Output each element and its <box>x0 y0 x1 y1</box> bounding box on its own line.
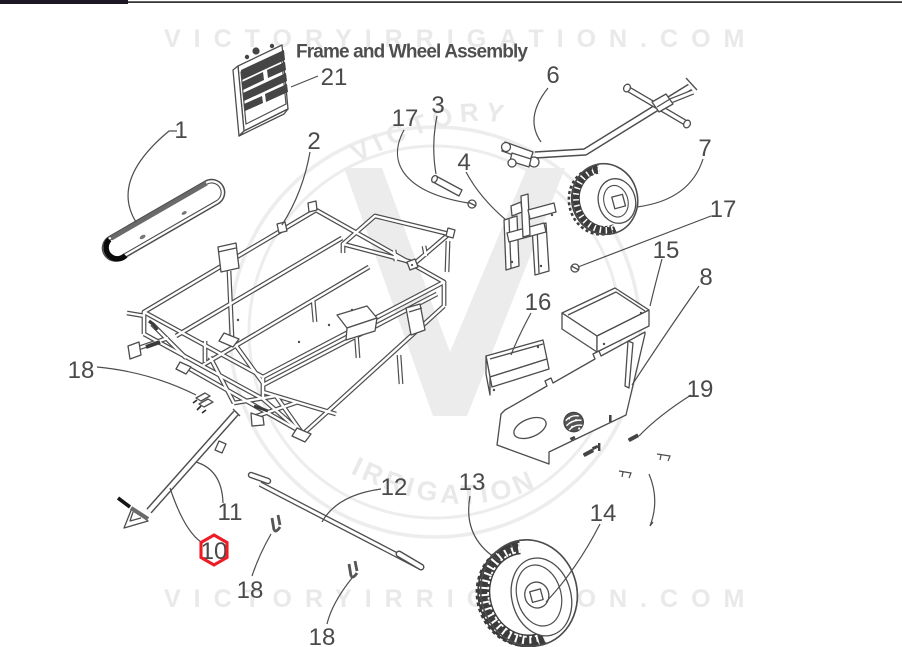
svg-text:3: 3 <box>431 92 444 119</box>
svg-text:11: 11 <box>218 499 243 526</box>
svg-text:17: 17 <box>710 196 737 223</box>
svg-text:16: 16 <box>525 289 552 316</box>
svg-text:VICTORYIRRIGATION.COM: VICTORYIRRIGATION.COM <box>164 585 757 613</box>
svg-text:21: 21 <box>321 64 348 91</box>
svg-text:13: 13 <box>459 469 486 496</box>
svg-text:18: 18 <box>68 357 95 384</box>
svg-text:17: 17 <box>392 105 419 132</box>
svg-text:Frame and Wheel Assembly: Frame and Wheel Assembly <box>296 42 528 63</box>
svg-text:19: 19 <box>687 376 714 403</box>
svg-text:12: 12 <box>381 474 408 501</box>
svg-text:VICTORYIRRIGATION.COM: VICTORYIRRIGATION.COM <box>164 25 757 53</box>
svg-text:8: 8 <box>699 264 712 291</box>
svg-text:4: 4 <box>457 149 470 176</box>
svg-text:7: 7 <box>698 135 711 162</box>
svg-text:1: 1 <box>174 117 187 144</box>
svg-text:14: 14 <box>590 500 617 527</box>
svg-text:15: 15 <box>653 237 680 264</box>
svg-text:6: 6 <box>546 62 559 89</box>
svg-text:18: 18 <box>237 577 264 604</box>
svg-text:18: 18 <box>309 624 336 647</box>
svg-text:2: 2 <box>307 128 320 155</box>
